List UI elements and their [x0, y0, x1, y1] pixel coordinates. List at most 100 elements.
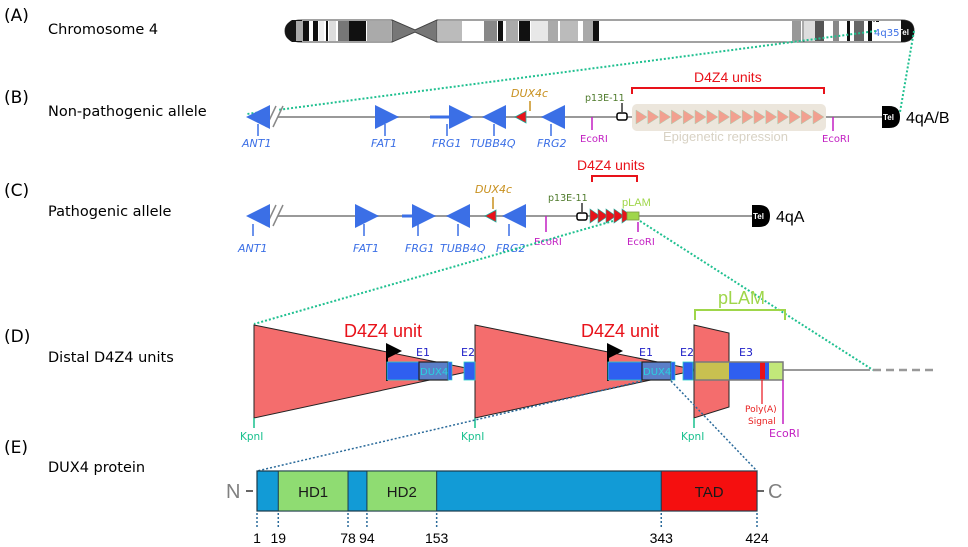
chromosome-band [498, 21, 503, 41]
d4z4-unit-repressed [753, 109, 766, 125]
d4z4-units-label-b: D4Z4 units [694, 69, 762, 85]
gene-label-ant1: ANT1 [237, 242, 267, 255]
chromosome-band [329, 21, 336, 41]
d4z4-unit-repressed [800, 109, 813, 125]
panel-letter-d: (D) [4, 327, 30, 347]
allele-c-end-label: 4qA [776, 209, 805, 226]
gene-label-fat1: FAT1 [371, 137, 397, 150]
gene-label-tubb4q: TUBB4Q [440, 242, 486, 255]
ecori-label-2: EcoRI [822, 134, 850, 145]
polya-signal-box [760, 362, 765, 380]
centromere [391, 19, 438, 43]
domain-label-hd1: HD1 [298, 484, 328, 501]
position-label: 1 [253, 530, 261, 546]
telomere-c [752, 205, 770, 227]
position-label: 343 [650, 530, 674, 546]
chromosome-band [519, 21, 530, 41]
domain-label-hd2: HD2 [387, 484, 417, 501]
panel-label-c: Pathogenic allele [48, 204, 172, 220]
d4z4-unit-repressed [789, 109, 801, 125]
plam-intron [695, 362, 729, 380]
gene-label-fat1: FAT1 [353, 242, 379, 255]
chromosome-band [792, 21, 801, 41]
d4z4-units-label-c: D4Z4 units [577, 157, 645, 173]
dux4-orf-label-2: DUX4 [643, 367, 671, 378]
panel-labels: (A) Chromosome 4 (B) Non-pathogenic alle… [4, 6, 207, 476]
position-label: 153 [425, 530, 449, 546]
d4z4-unit-repressed [682, 109, 695, 125]
chromosome-band [804, 21, 815, 41]
chromosome-band [854, 21, 864, 41]
telomere-cap [901, 20, 914, 42]
exon1-label-2: E1 [639, 346, 653, 359]
chromosome-band [349, 21, 366, 41]
plam-bracket [694, 309, 786, 320]
panel-letter-e: (E) [4, 438, 28, 458]
d4z4-unit-triangle-1 [253, 324, 477, 419]
allele-b: DUX4c ANT1 FAT1 FRG1 TUBB4Q FRG2 EcoRI E… [241, 69, 950, 150]
ecori-label-1: EcoRI [534, 237, 562, 248]
gene-label-frg2: FRG2 [537, 137, 567, 150]
ecori-label-d: EcoRI [769, 427, 800, 440]
telomere-c-label: Tel [753, 212, 764, 221]
plam-label-c: pLAM [622, 197, 651, 209]
position-label: 19 [270, 530, 286, 546]
p13e11-probe [616, 112, 628, 121]
telomere-label: Tel [898, 28, 909, 37]
d4z4-unit [597, 208, 609, 224]
exon1-label-1: E1 [416, 346, 430, 359]
exon2-1 [463, 361, 476, 381]
panel-letter-a: (A) [4, 6, 29, 26]
polya-label-line2: Signal [748, 417, 776, 427]
zoom-lines-d-e [256, 380, 758, 472]
position-label: 78 [340, 530, 356, 546]
ecori-label-2: EcoRI [627, 237, 655, 248]
kpni-label-3: KpnI [681, 431, 704, 443]
panel-label-d: Distal D4Z4 units [48, 350, 174, 366]
exon3 [729, 362, 769, 380]
exon1-coding-2 [607, 361, 646, 381]
d4z4-unit-repressed [635, 109, 648, 125]
chromosome-band [367, 21, 391, 41]
exon2-2 [682, 361, 694, 381]
epigenetic-repression-label: Epigenetic repression [663, 129, 788, 144]
chromosome-band [303, 21, 309, 41]
chromosome-band [833, 21, 839, 41]
domain-hd2 [366, 470, 438, 512]
gene-label-frg1: FRG1 [405, 242, 435, 255]
c-terminus-label: C [768, 481, 782, 503]
kpni-label-1: KpnI [240, 431, 263, 443]
chromosome-band [438, 21, 462, 41]
dux4-orf-label-1: DUX4 [420, 367, 448, 378]
panel-label-a: Chromosome 4 [48, 22, 158, 38]
chromosome-band [338, 21, 349, 41]
d4z4-bracket [631, 87, 825, 94]
dux4c-triangle [514, 110, 527, 124]
domain-hd1 [277, 470, 349, 512]
d4z4-unit [589, 208, 601, 224]
chromosome-band [313, 21, 318, 41]
d4z4-units-contracted [589, 208, 633, 224]
d4z4-unit-repressed [741, 109, 754, 125]
chromosome-band [548, 21, 558, 41]
chromosome-band [319, 21, 324, 41]
d4z4-unit-repressed [659, 109, 672, 125]
d4z4-bracket [591, 175, 638, 182]
chromosome-4-ideogram: 4q35 Tel [284, 19, 915, 43]
zoom-lines-a-b [246, 30, 915, 115]
exon2-label-1: E2 [461, 346, 475, 359]
plam-3prime [769, 362, 783, 380]
panel-letter-b: (B) [4, 88, 29, 108]
d4z4-unit-repressed [671, 109, 683, 125]
position-label: 94 [359, 530, 375, 546]
chromosome-band [484, 21, 497, 41]
p13e11-label: p13E-11 [585, 93, 625, 104]
chromosome-band [847, 21, 850, 41]
allele-c: DUX4c ANT1 FAT1 FRG1 TUBB4Q FRG2 EcoRI E… [237, 157, 805, 255]
telomere-b [882, 106, 900, 128]
n-terminus-label: N [226, 481, 240, 503]
p13e11-probe [576, 212, 588, 221]
